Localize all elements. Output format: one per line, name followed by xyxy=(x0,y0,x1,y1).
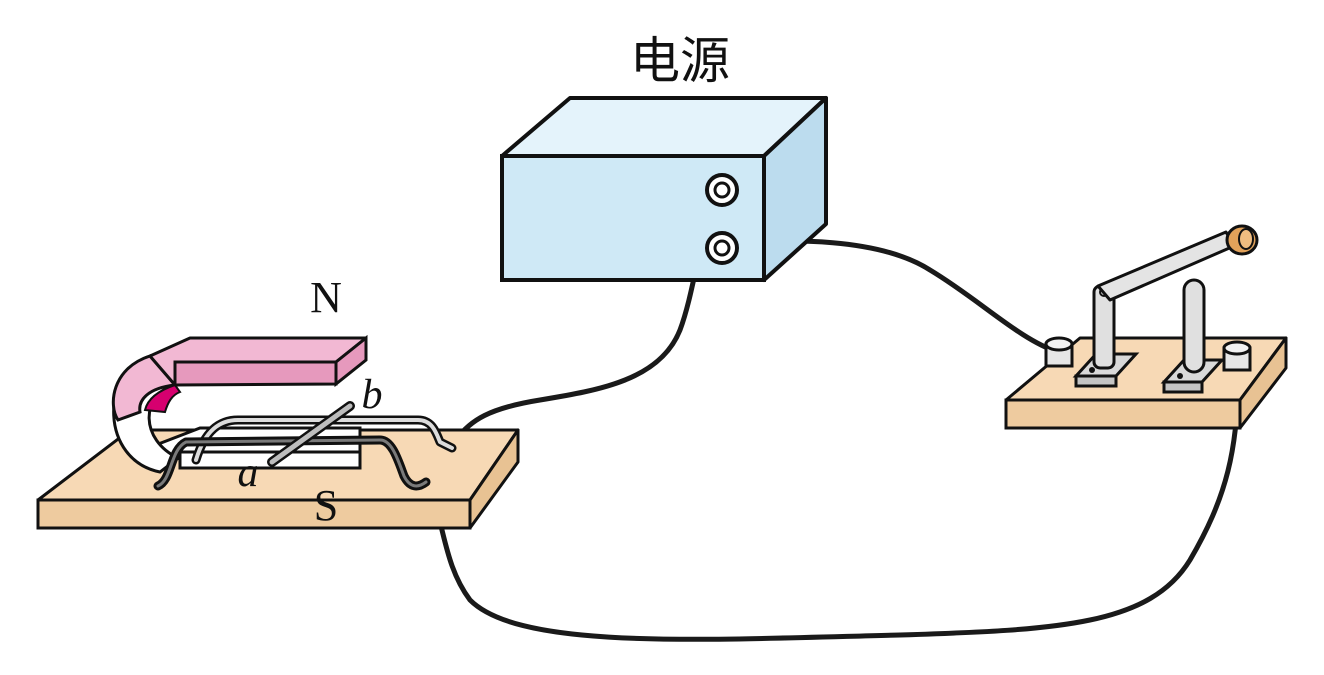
magnet-inner-face xyxy=(143,383,182,414)
power-terminal-positive[interactable] xyxy=(705,173,739,207)
conducting-rod[interactable]: a b xyxy=(238,372,383,496)
south-pole-label: S xyxy=(314,481,338,530)
rod-end-a-label: a xyxy=(238,450,259,496)
switch-handle[interactable] xyxy=(1225,224,1259,256)
power-supply: 电源 xyxy=(500,33,828,282)
switch-terminal-right[interactable] xyxy=(1222,340,1252,372)
magnet-upper-side xyxy=(334,334,368,388)
magnet-curve-pink xyxy=(111,354,178,422)
switch-board-front xyxy=(1004,398,1242,430)
magnet-upper-front xyxy=(173,360,338,387)
board-front xyxy=(36,498,472,530)
switch-clip xyxy=(1160,278,1226,394)
rod-end-b-label: b xyxy=(362,372,383,418)
power-supply-label: 电源 xyxy=(630,33,730,89)
power-terminal-negative[interactable] xyxy=(705,231,739,265)
switch-terminal-left[interactable] xyxy=(1044,336,1074,368)
north-pole-label: N xyxy=(310,273,342,322)
switch-blade xyxy=(1096,230,1236,302)
knife-switch[interactable] xyxy=(1004,224,1288,430)
wire-rail-to-switch xyxy=(421,357,1241,642)
